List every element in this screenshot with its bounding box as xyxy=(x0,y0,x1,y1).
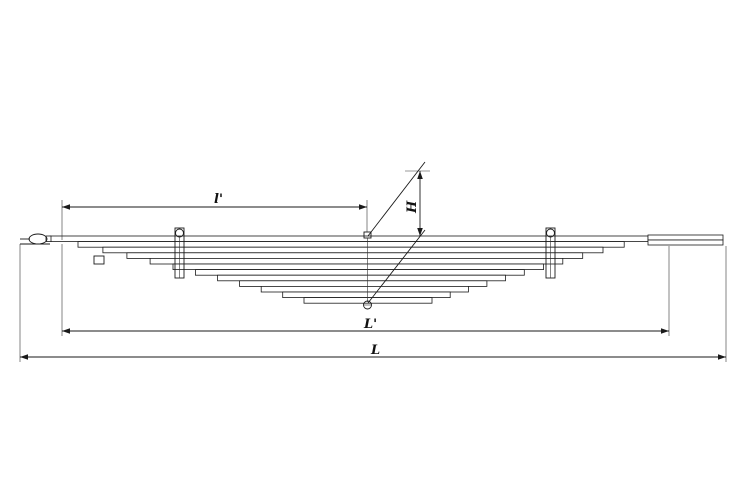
rebound-clip xyxy=(93,255,105,265)
left-clamp xyxy=(174,227,185,279)
spring-leaves xyxy=(45,235,649,304)
right-clamp xyxy=(545,227,556,279)
spring-leaf-4 xyxy=(126,252,584,259)
label-l-capital: L xyxy=(370,343,380,358)
spring-leaf-7 xyxy=(194,269,525,276)
spring-leaf-6 xyxy=(172,263,544,270)
spring-leaf-2 xyxy=(77,241,625,248)
right-end-bracket xyxy=(647,234,724,246)
spring-leaf-8 xyxy=(217,274,506,282)
left-spring-eye xyxy=(20,233,50,245)
center-bolt xyxy=(363,231,372,310)
spring-leaf-11 xyxy=(282,291,451,298)
dimension-l: L xyxy=(19,244,727,362)
label-h: H xyxy=(405,200,420,214)
camber-construction-line-lower xyxy=(367,229,426,304)
spring-leaf-3 xyxy=(102,246,604,254)
dimension-l-prime-upper: L' xyxy=(61,244,670,336)
dimension-l-prime: l' xyxy=(61,192,368,240)
spring-leaf-12 xyxy=(303,297,433,304)
spring-leaf-1 xyxy=(49,235,649,242)
main-leaf-extension xyxy=(45,235,52,242)
spring-leaf-5 xyxy=(149,257,564,265)
dimension-h: H xyxy=(405,170,430,236)
label-l-prime: l' xyxy=(214,192,223,207)
spring-leaf-10 xyxy=(260,285,469,293)
spring-leaf-9 xyxy=(239,280,488,287)
label-l-prime-capital: L' xyxy=(363,317,377,332)
camber-construction-line xyxy=(367,161,426,237)
